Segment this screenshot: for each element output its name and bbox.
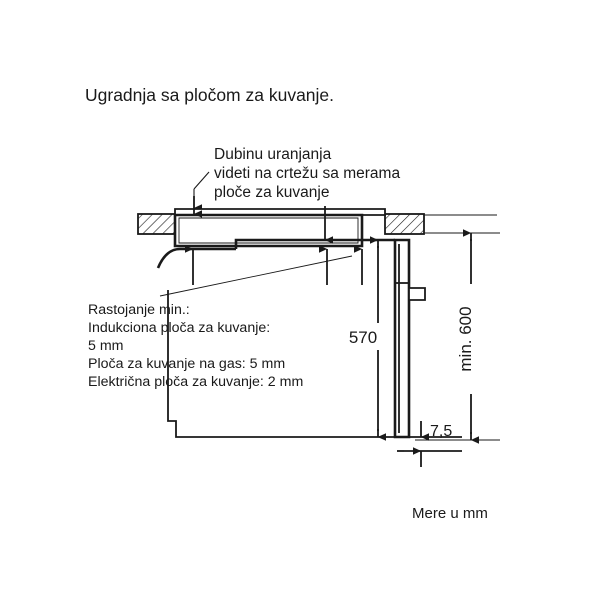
spec-gas: Ploča za kuvanje na gas: 5 mm: [88, 356, 285, 372]
cooktop-body: [173, 208, 386, 248]
dimension-cavity-height-label: 570: [349, 328, 377, 347]
worktop-slab-right: [384, 213, 425, 235]
annotation-cooktop-line2: videti na crtežu sa merama: [214, 165, 400, 182]
annotation-cooktop-line1: Dubinu uranjanja: [214, 146, 332, 163]
spec-leader-line-icon: [159, 255, 353, 297]
dimension-cavity-height: 570: [349, 236, 387, 441]
dimension-niche-height-label: min. 600: [456, 306, 475, 371]
oven-handle: [408, 287, 426, 301]
dimension-plinth-gap-label: 7,5: [430, 423, 452, 440]
spec-electric: Električna ploča za kuvanje: 2 mm: [88, 374, 303, 390]
page-title: Ugradnja sa pločom za kuvanje.: [85, 85, 334, 105]
footer-note: Mere u mm: [412, 505, 488, 522]
spec-induction-value: 5 mm: [88, 338, 123, 354]
spec-induction-label: Indukciona ploča za kuvanje:: [88, 320, 270, 336]
oven-body-outline: [156, 238, 397, 438]
annotation-cooktop-line3: ploče za kuvanje: [214, 184, 329, 201]
dimension-niche-height: min. 600: [415, 229, 500, 444]
oven-front-panel: [393, 238, 411, 439]
spec-heading: Rastojanje min.:: [88, 302, 190, 318]
dimension-plinth-gap: 7,5: [404, 421, 462, 467]
